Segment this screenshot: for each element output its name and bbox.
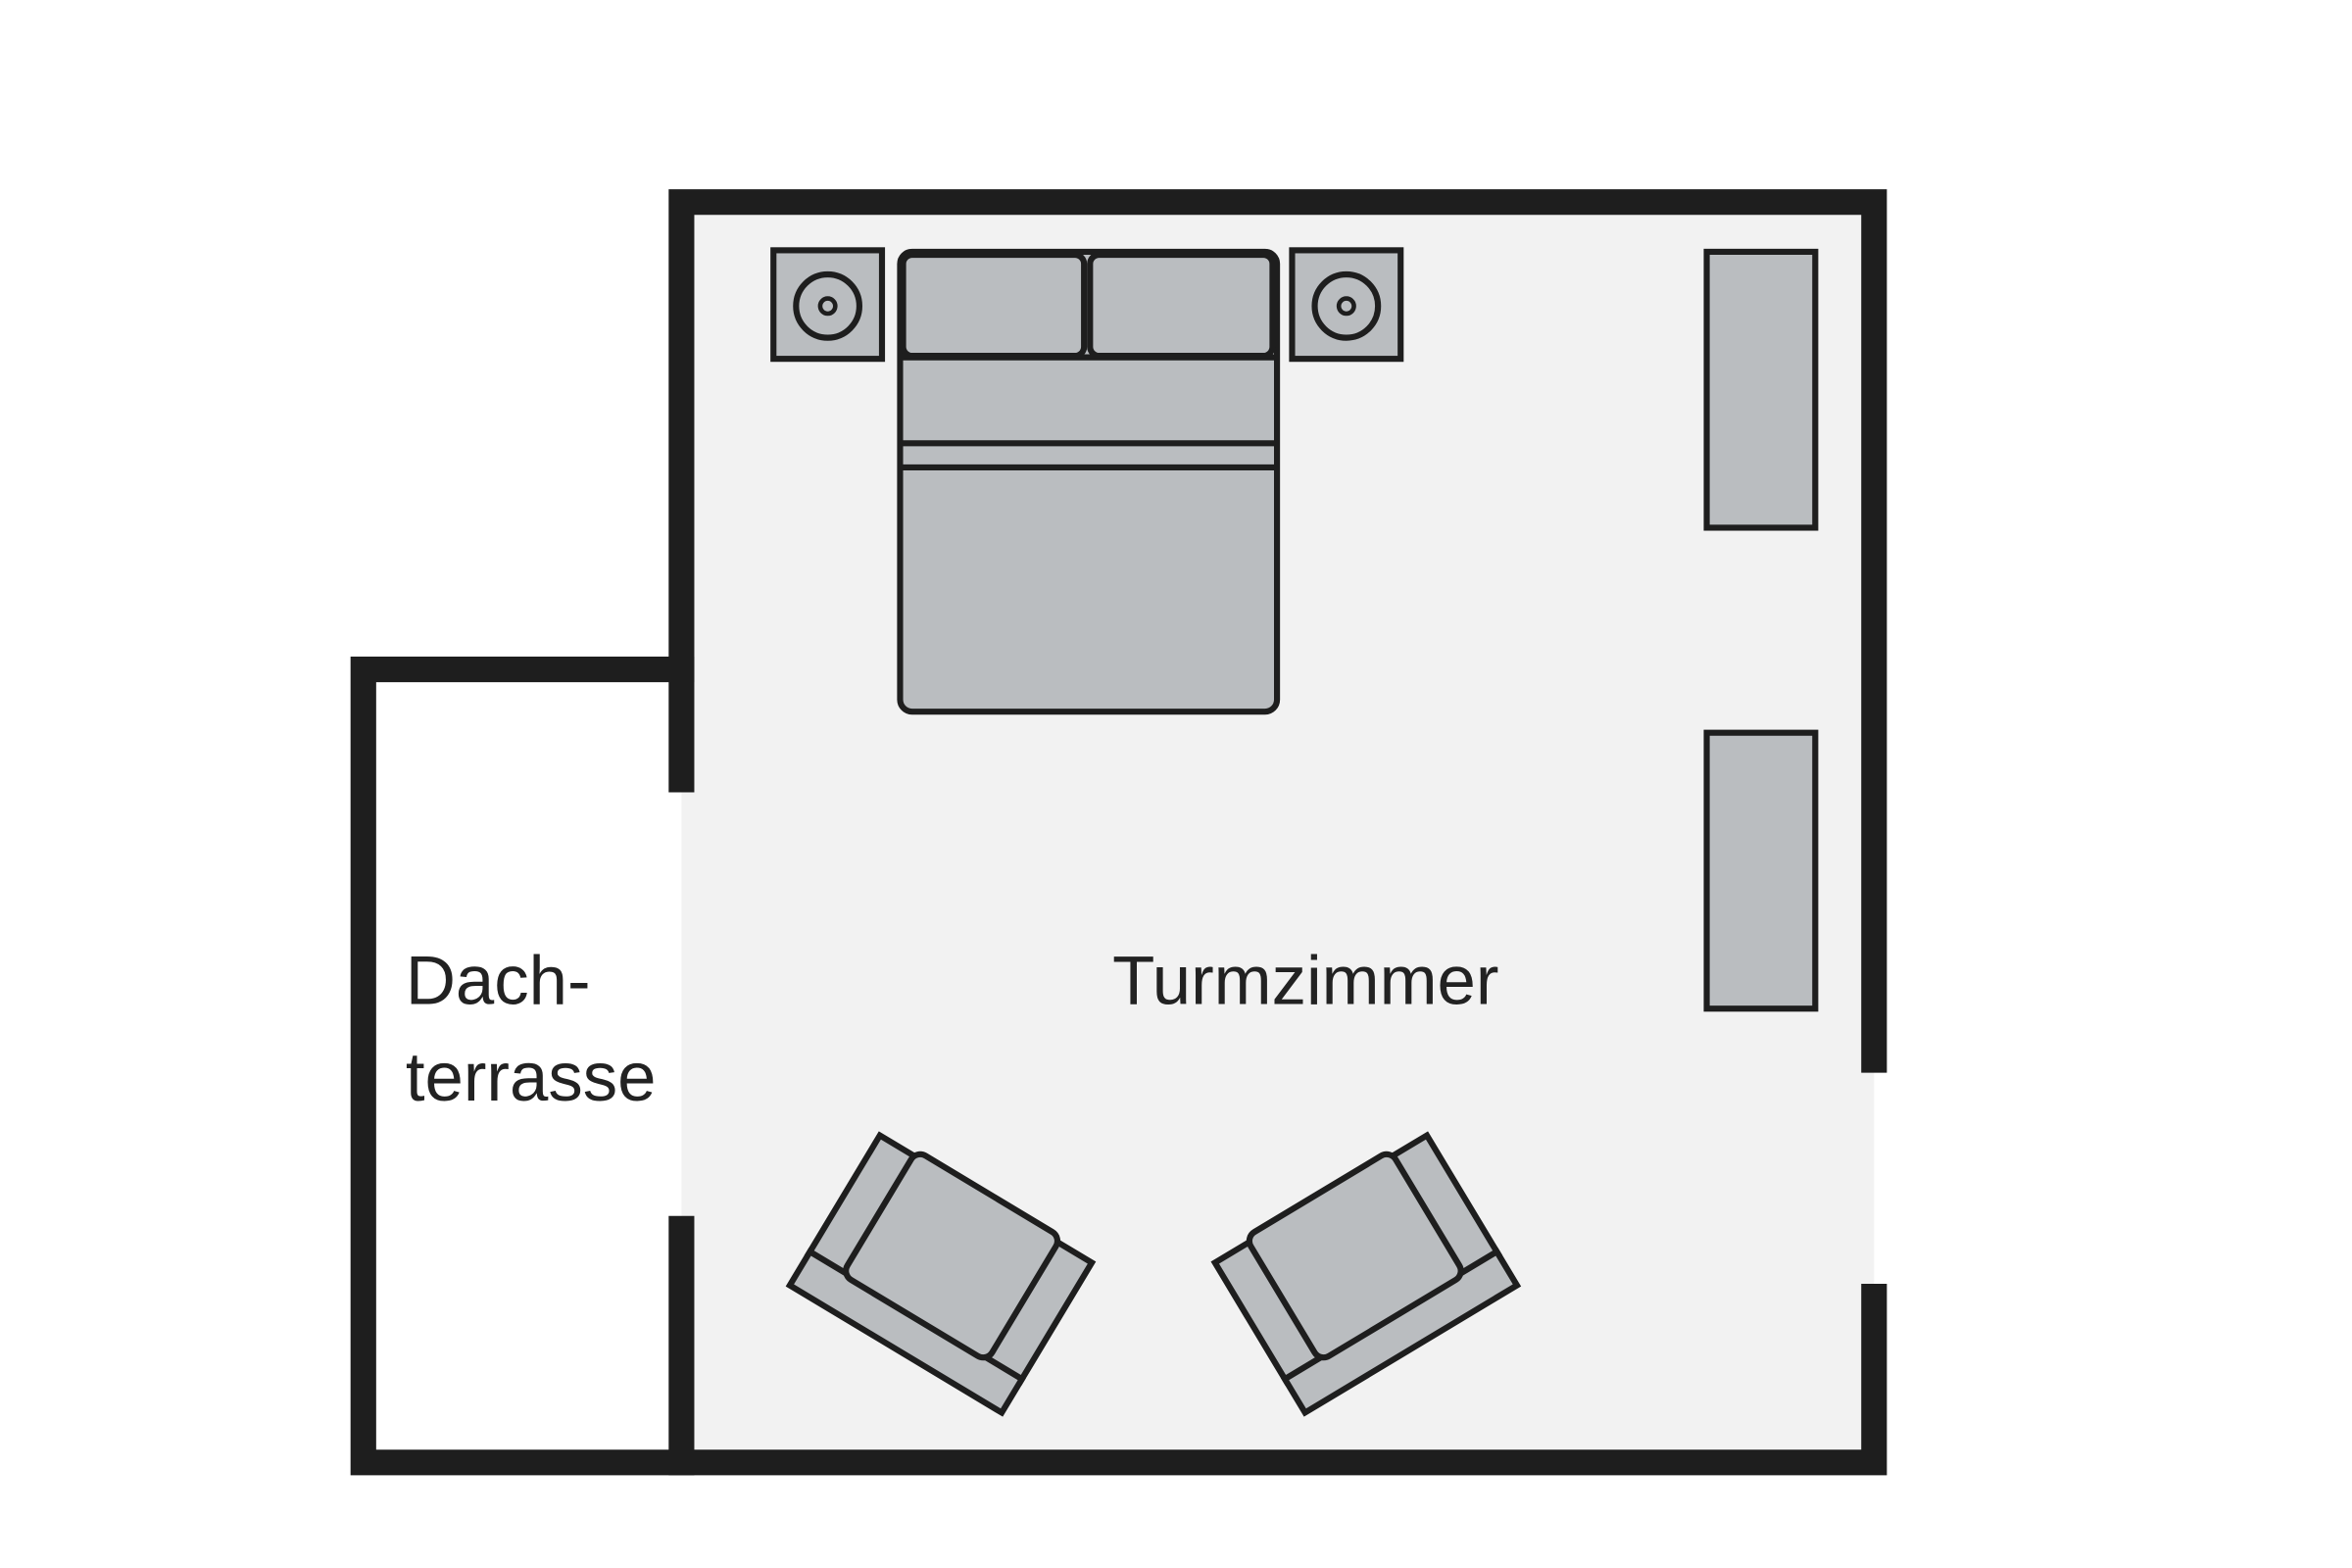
wardrobe-lower xyxy=(1703,729,1819,1012)
armchair-left xyxy=(785,1131,1097,1417)
nightstand-right xyxy=(1289,247,1404,363)
lamp-icon xyxy=(1311,270,1382,341)
double-bed xyxy=(897,248,1281,715)
wardrobe-upper xyxy=(1703,248,1819,531)
room-label-terrace-line2: terrasse xyxy=(406,1038,657,1115)
pillow xyxy=(1087,251,1276,360)
lamp-icon xyxy=(793,270,862,341)
pillow xyxy=(900,251,1088,360)
room-label-turmzimmer: Turmzimmer xyxy=(1112,942,1498,1019)
nightstand-left xyxy=(770,247,886,363)
room-label-terrace-line1: Dach- xyxy=(406,942,591,1019)
main-room-wall-upper xyxy=(668,189,1887,1073)
armchair-right xyxy=(1210,1131,1522,1417)
main-room-wall-lower xyxy=(668,1215,1887,1476)
walls xyxy=(350,189,1887,1476)
terrace-wall xyxy=(350,657,695,1476)
